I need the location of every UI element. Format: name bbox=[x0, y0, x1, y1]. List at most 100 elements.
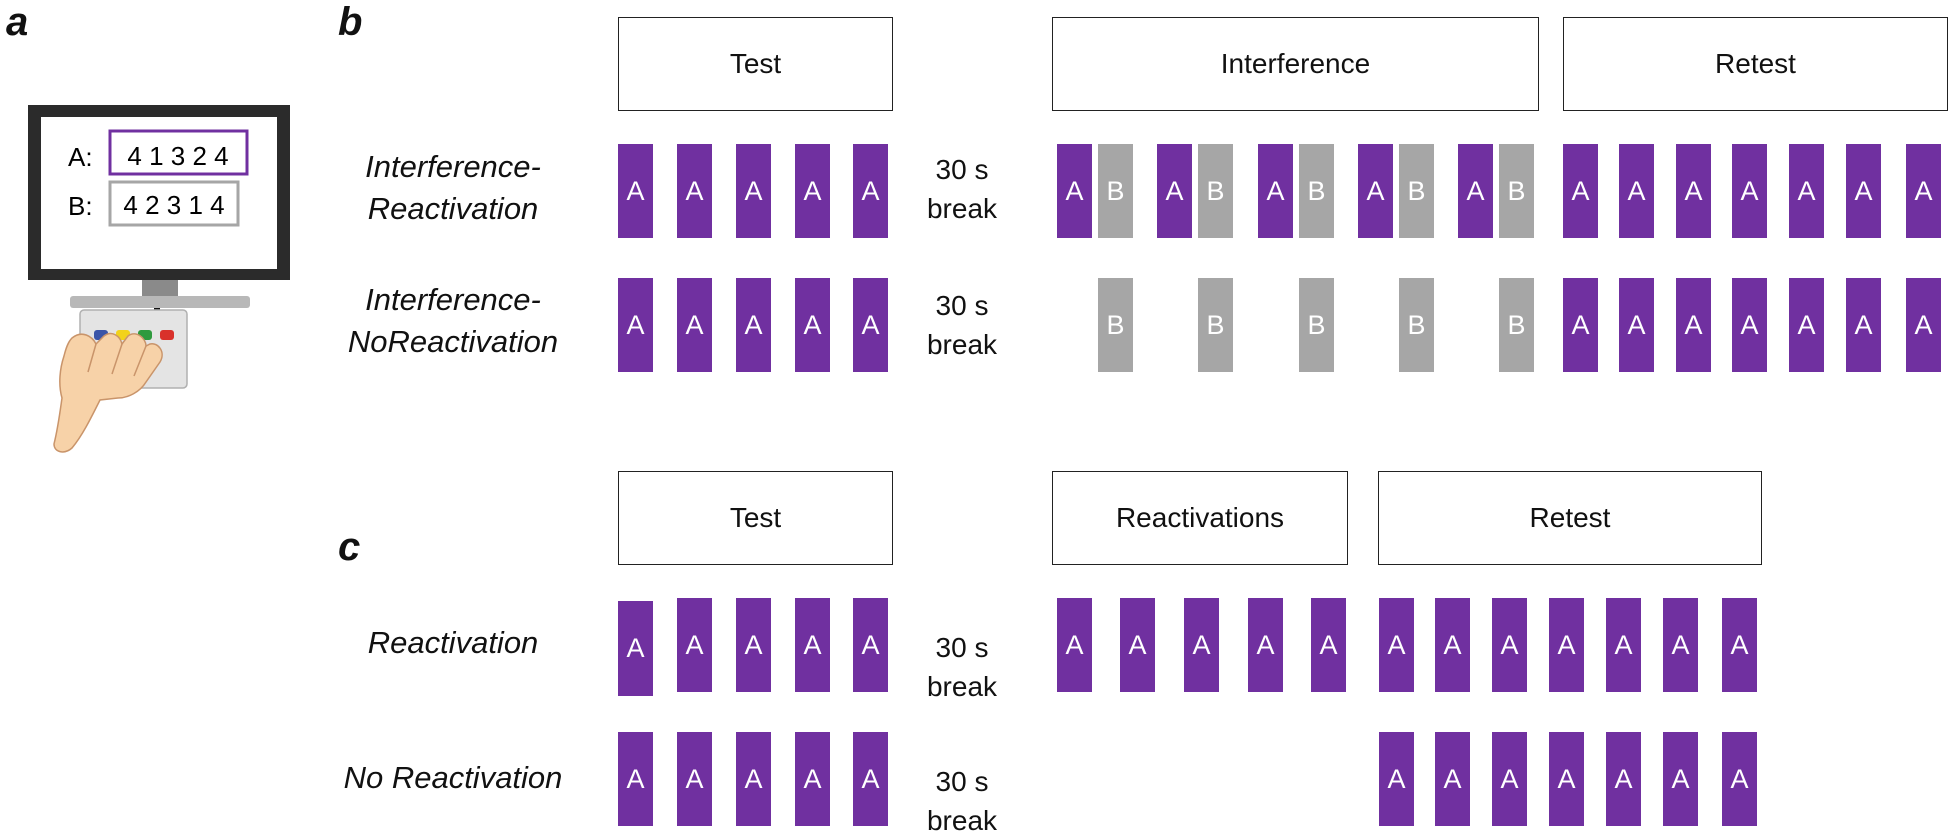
block-a: A bbox=[795, 732, 830, 826]
block-a: A bbox=[1846, 278, 1881, 372]
block-a: A bbox=[1789, 278, 1824, 372]
block-b: B bbox=[1399, 144, 1434, 238]
block-b: B bbox=[1198, 278, 1233, 372]
condition-interference-noreactivation: Interference- NoReactivation bbox=[322, 279, 584, 363]
break-label-line1: 30 s bbox=[935, 766, 989, 797]
block-a: A bbox=[853, 278, 888, 372]
condition-no-reactivation: No Reactivation bbox=[343, 760, 563, 795]
block-a: A bbox=[736, 144, 771, 238]
sequence-b-box bbox=[108, 180, 240, 227]
condition-label-line1: Interference- bbox=[365, 149, 541, 184]
block-a: A bbox=[736, 278, 771, 372]
block-a: A bbox=[1722, 598, 1757, 692]
block-b: B bbox=[1098, 278, 1133, 372]
block-a: A bbox=[1358, 144, 1393, 238]
block-a: A bbox=[1458, 144, 1493, 238]
block-a: A bbox=[1606, 598, 1641, 692]
break-label-line1: 30 s bbox=[935, 154, 989, 185]
block-a: A bbox=[736, 732, 771, 826]
monitor-keypad-illustration: A: 4 1 3 2 4 B: 4 2 3 1 4 bbox=[28, 105, 290, 453]
block-a: A bbox=[1732, 144, 1767, 238]
block-a: A bbox=[1492, 732, 1527, 826]
block-a: A bbox=[853, 144, 888, 238]
block-a: A bbox=[1549, 598, 1584, 692]
break-label: 30 s break bbox=[907, 286, 1017, 364]
block-a: A bbox=[1258, 144, 1293, 238]
block-a: A bbox=[677, 598, 712, 692]
condition-label-line2: Reactivation bbox=[367, 191, 539, 226]
block-b: B bbox=[1299, 278, 1334, 372]
block-a: A bbox=[1057, 144, 1092, 238]
block-a: A bbox=[1619, 144, 1654, 238]
break-label-line2: break bbox=[926, 671, 998, 702]
block-a: A bbox=[677, 144, 712, 238]
block-a: A bbox=[677, 278, 712, 372]
block-a: A bbox=[1435, 598, 1470, 692]
block-a: A bbox=[1676, 278, 1711, 372]
block-a: A bbox=[1120, 598, 1155, 692]
block-a: A bbox=[1732, 278, 1767, 372]
phase-reactivations: Reactivations bbox=[1052, 471, 1348, 565]
block-b: B bbox=[1399, 278, 1434, 372]
phase-interference: Interference bbox=[1052, 17, 1539, 111]
block-a: A bbox=[1619, 278, 1654, 372]
sequence-b-text: 4 2 3 1 4 bbox=[123, 190, 224, 220]
block-b: B bbox=[1198, 144, 1233, 238]
block-a: A bbox=[1248, 598, 1283, 692]
block-a: A bbox=[1057, 598, 1092, 692]
sequence-a-label: A: bbox=[68, 142, 93, 172]
block-a: A bbox=[1563, 144, 1598, 238]
phase-retest-c: Retest bbox=[1378, 471, 1762, 565]
break-label-line2: break bbox=[926, 193, 998, 224]
panel-label-c: c bbox=[338, 525, 361, 569]
block-b: B bbox=[1499, 144, 1534, 238]
block-b: B bbox=[1299, 144, 1334, 238]
sequence-a-box bbox=[108, 129, 249, 176]
phase-test-c: Test bbox=[618, 471, 893, 565]
break-label-line1: 30 s bbox=[935, 290, 989, 321]
panel-label-b: b bbox=[338, 0, 363, 44]
phase-test-b: Test bbox=[618, 17, 893, 111]
break-label-line1: 30 s bbox=[935, 632, 989, 663]
break-label: 30 s break bbox=[907, 150, 1017, 228]
block-a: A bbox=[1549, 732, 1584, 826]
block-a: A bbox=[795, 278, 830, 372]
block-a: A bbox=[618, 278, 653, 372]
panel-label-a: a bbox=[6, 0, 29, 44]
break-label: 30 s break bbox=[907, 762, 1017, 840]
condition-label-line2: NoReactivation bbox=[347, 324, 559, 359]
break-label: 30 s break bbox=[907, 628, 1017, 706]
condition-label-line1: Interference- bbox=[365, 282, 541, 317]
block-a: A bbox=[618, 601, 653, 696]
block-a: A bbox=[1906, 144, 1941, 238]
block-a: A bbox=[618, 144, 653, 238]
block-b: B bbox=[1098, 144, 1133, 238]
condition-reactivation: Reactivation bbox=[367, 625, 539, 660]
block-a: A bbox=[618, 732, 653, 826]
condition-interference-reactivation: Interference- Reactivation bbox=[322, 146, 584, 230]
block-a: A bbox=[1379, 732, 1414, 826]
block-a: A bbox=[795, 144, 830, 238]
break-label-line2: break bbox=[926, 329, 998, 360]
block-a: A bbox=[1789, 144, 1824, 238]
block-a: A bbox=[1157, 144, 1192, 238]
block-a: A bbox=[1606, 732, 1641, 826]
block-a: A bbox=[1563, 278, 1598, 372]
phase-retest-b: Retest bbox=[1563, 17, 1948, 111]
block-a: A bbox=[853, 732, 888, 826]
block-a: A bbox=[1663, 598, 1698, 692]
block-a: A bbox=[1846, 144, 1881, 238]
hand-icon bbox=[53, 332, 163, 453]
sequence-b-label: B: bbox=[68, 191, 93, 221]
block-a: A bbox=[1722, 732, 1757, 826]
block-a: A bbox=[1184, 598, 1219, 692]
block-a: A bbox=[853, 598, 888, 692]
block-a: A bbox=[677, 732, 712, 826]
block-b: B bbox=[1499, 278, 1534, 372]
block-a: A bbox=[1663, 732, 1698, 826]
block-a: A bbox=[1906, 278, 1941, 372]
block-a: A bbox=[795, 598, 830, 692]
block-a: A bbox=[736, 598, 771, 692]
block-a: A bbox=[1311, 598, 1346, 692]
block-a: A bbox=[1379, 598, 1414, 692]
